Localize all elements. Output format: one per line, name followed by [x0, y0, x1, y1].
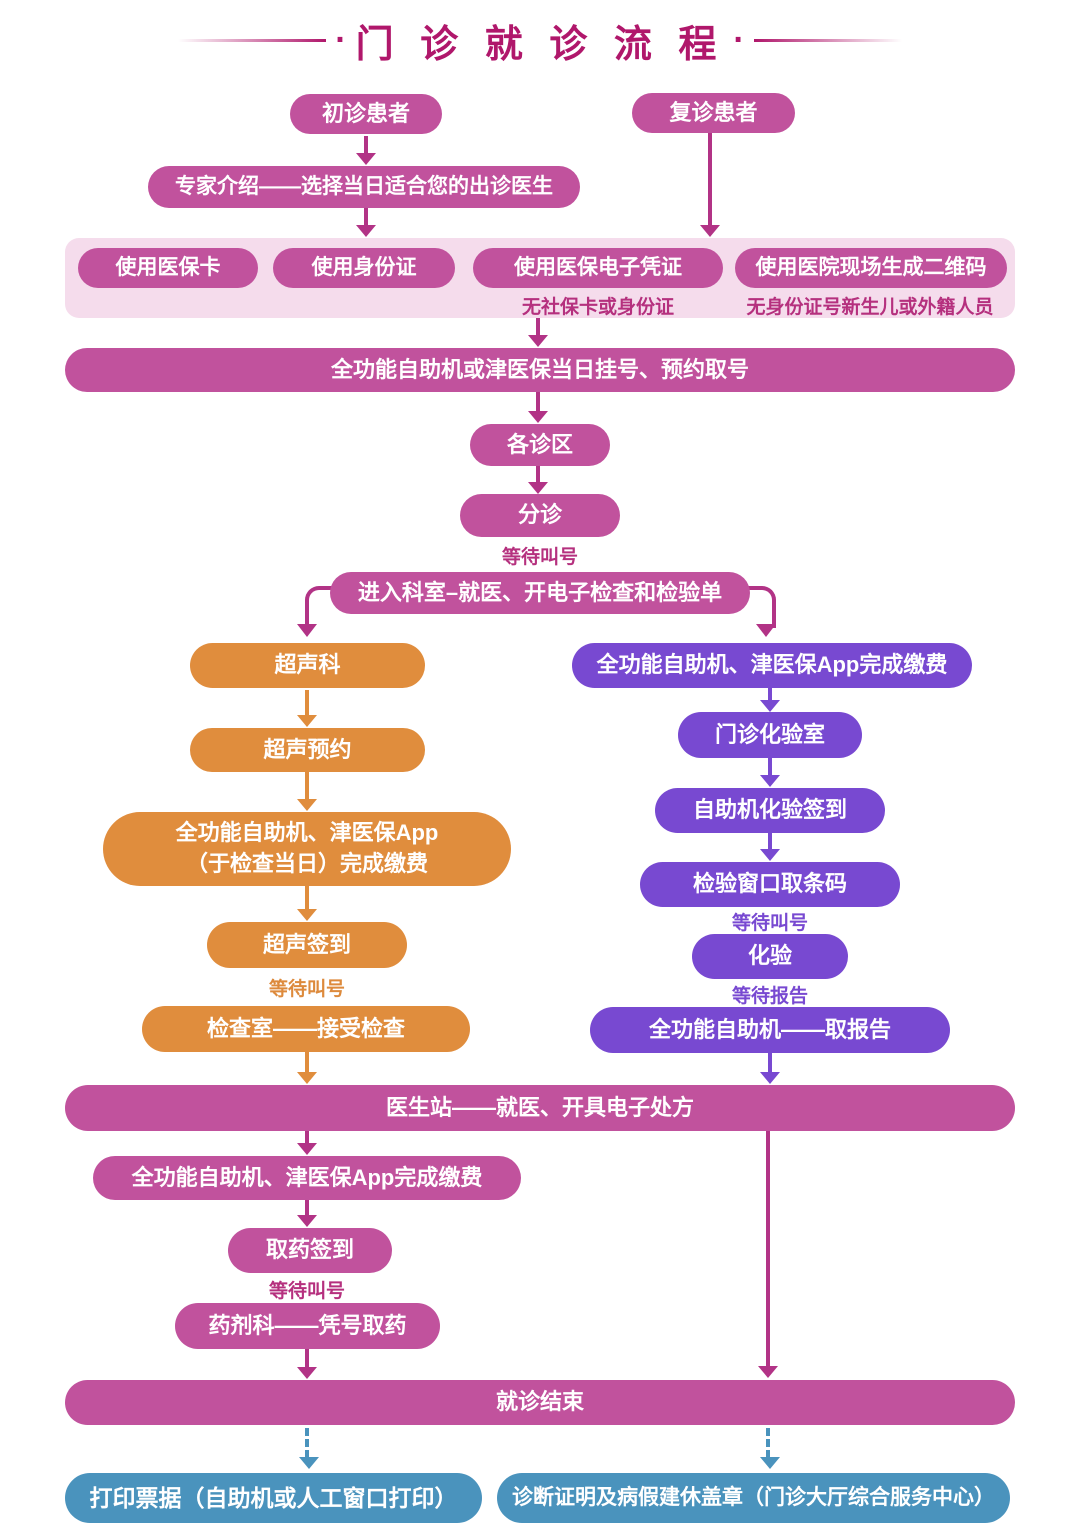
arrow-doctor-to-pharmacy-pay	[305, 1131, 309, 1144]
arrow-band-to-register	[536, 318, 540, 336]
page-title-row: · 门 诊 就 诊 流 程 ·	[0, 14, 1080, 66]
node-triage: 分诊	[460, 494, 620, 537]
note-no-social-card: 无社保卡或身份证	[521, 297, 674, 318]
note-no-id-newborn-foreigner: 无身份证号新生儿或外籍人员	[746, 297, 994, 318]
arrow-doctor-to-end-right	[766, 1131, 770, 1367]
title-line-right	[753, 38, 902, 42]
arrow-appointment-to-pay	[305, 772, 309, 800]
dashed-arrow-to-print	[305, 1428, 309, 1458]
node-pharmacy-sign-in: 取药签到	[228, 1228, 392, 1273]
arrowhead-branch-left	[297, 624, 317, 637]
node-use-insurance-card: 使用医保卡	[78, 248, 258, 288]
node-use-e-insurance-voucher: 使用医保电子凭证	[473, 248, 723, 288]
node-print-receipt: 打印票据（自助机或人工窗口打印）	[65, 1473, 482, 1523]
title-dot-left: ·	[335, 21, 347, 59]
bar-doctor-station: 医生站——就医、开具电子处方	[65, 1085, 1015, 1131]
title-dot-right: ·	[733, 21, 745, 59]
label-wait-call-pharmacy: 等待叫号	[268, 1281, 345, 1302]
node-pharmacy-pay: 全功能自助机、津医保App完成缴费	[93, 1156, 521, 1200]
arrow-report-to-doctor-station	[768, 1053, 772, 1073]
arrow-register-to-clinic-area	[536, 392, 540, 412]
node-expert-intro: 专家介绍——选择当日适合您的出诊医生	[148, 166, 580, 208]
node-enter-department: 进入科室–就医、开电子检查和检验单	[330, 572, 750, 614]
node-lab-sign-in: 自助机化验签到	[655, 788, 885, 833]
label-wait-call-triage: 等待叫号	[501, 547, 578, 568]
node-clinic-area: 各诊区	[470, 424, 610, 466]
title-line-left	[178, 38, 327, 42]
dashed-arrow-to-certificate	[766, 1428, 770, 1458]
arrow-first-visit-to-expert	[364, 136, 368, 154]
node-ultrasound-dept: 超声科	[190, 643, 425, 688]
node-ultrasound-pay: 全功能自助机、津医保App （于检查当日）完成缴费	[103, 812, 511, 886]
arrow-labpay-to-labroom	[768, 688, 772, 701]
node-return-visit-patient: 复诊患者	[632, 93, 795, 133]
arrow-labroom-to-sign-in	[768, 758, 772, 776]
arrow-pay-to-pickup-sign	[305, 1200, 309, 1216]
arrow-exam-to-doctor-station	[305, 1052, 309, 1073]
label-wait-report: 等待报告	[731, 986, 808, 1007]
node-exam-room: 检查室——接受检查	[142, 1006, 470, 1052]
node-use-hospital-qrcode: 使用医院现场生成二维码	[735, 248, 1007, 288]
arrowhead-branch-right	[756, 624, 776, 637]
label-wait-call-lab: 等待叫号	[731, 913, 808, 934]
arrow-expert-to-band	[364, 208, 368, 226]
node-ultrasound-sign-in: 超声签到	[207, 922, 407, 968]
node-lab-room: 门诊化验室	[678, 712, 862, 758]
arrow-sign-in-to-barcode	[768, 833, 772, 850]
node-lab-test: 化验	[692, 934, 848, 979]
bar-visit-end: 就诊结束	[65, 1380, 1015, 1425]
arrow-clinic-to-triage	[536, 466, 540, 483]
node-ultrasound-appointment: 超声预约	[190, 728, 425, 772]
arrow-ultrasound-to-appointment	[305, 690, 309, 716]
arrow-pay-to-sign-in	[305, 886, 309, 910]
arrow-return-visit-to-band	[708, 133, 712, 226]
label-wait-call-ultrasound: 等待叫号	[268, 979, 345, 1000]
node-use-id-card: 使用身份证	[273, 248, 455, 288]
arrow-pharmacy-to-end	[305, 1349, 309, 1368]
node-pharmacy: 药剂科——凭号取药	[175, 1303, 440, 1349]
band-id-options: 使用医保卡 使用身份证 使用医保电子凭证 使用医院现场生成二维码 无社保卡或身份…	[65, 238, 1015, 318]
node-lab-barcode: 检验窗口取条码	[640, 862, 900, 907]
node-lab-pay: 全功能自助机、津医保App完成缴费	[572, 643, 972, 688]
bar-self-service-register: 全功能自助机或津医保当日挂号、预约取号	[65, 348, 1015, 392]
node-first-visit-patient: 初诊患者	[290, 94, 442, 134]
node-diagnosis-certificate: 诊断证明及病假建休盖章（门诊大厅综合服务中心）	[497, 1473, 1010, 1523]
page-title: 门 诊 就 诊 流 程	[355, 23, 725, 66]
node-lab-report: 全功能自助机——取报告	[590, 1007, 950, 1053]
